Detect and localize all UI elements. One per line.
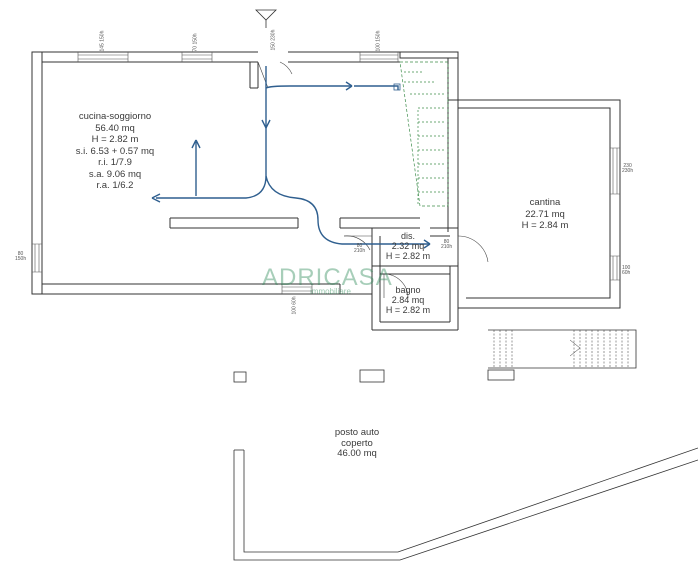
watermark-brand: ADRICASA	[262, 264, 393, 291]
room-name: posto auto	[334, 427, 380, 438]
watermark-sub: immobiliare	[310, 287, 351, 296]
room-name: dis.	[400, 231, 415, 241]
room-height: H = 2.82 m	[385, 305, 431, 315]
room-posto-auto-label: posto auto coperto 46.00 mq	[312, 428, 402, 459]
room-height: H = 2.84 m	[521, 220, 569, 231]
room-name: cantina	[529, 197, 561, 208]
exterior	[233, 329, 698, 561]
dim-window-2: 70 150h	[192, 33, 199, 52]
dim-dis-door-1: 80 210h	[354, 243, 366, 254]
room-dis-label: dis. 2.32 mq H = 2.82 m	[382, 232, 434, 261]
room-area: 22.71 mq	[525, 208, 565, 220]
room-si: s.i. 6.53 + 0.57 mq	[75, 145, 155, 157]
room-name-2: coperto	[341, 437, 373, 449]
room-sa: s.a. 9.06 mq	[88, 168, 142, 180]
room-name: bagno	[395, 285, 421, 295]
room-area: 2.32 mq	[391, 241, 425, 251]
room-area: 56.40 mq	[95, 122, 135, 134]
room-name: cucina-soggiorno	[78, 111, 152, 122]
plumbing-lines	[151, 66, 431, 249]
walls	[31, 51, 621, 331]
dim-cantina-right-1: 230 230h	[622, 163, 634, 174]
room-area: 46.00 mq	[337, 448, 377, 459]
watermark: ADRICASA immobiliare	[262, 266, 393, 296]
dim-left-window: 80 150h	[15, 251, 27, 262]
room-ra: r.a. 1/6.2	[96, 180, 134, 191]
room-cantina-label: cantina 22.71 mq H = 2.84 m	[500, 198, 590, 231]
room-cucina-label: cucina-soggiorno 56.40 mq H = 2.82 m s.i…	[60, 112, 170, 191]
room-height: H = 2.82 m	[385, 251, 431, 261]
entry-arrow	[255, 9, 277, 28]
interior-stairs	[399, 61, 449, 207]
room-height: H = 2.82 m	[91, 134, 139, 145]
windows	[32, 52, 620, 294]
dim-window-1: 145 150h	[99, 30, 106, 52]
dim-dis-door-2: 80 210h	[441, 239, 453, 250]
dim-bottom-window: 100 60h	[291, 296, 298, 315]
doors	[257, 61, 489, 299]
dim-door-top: 150 230h	[270, 29, 277, 51]
room-ri: r.i. 1/7.9	[98, 157, 132, 168]
dim-cantina-right-2: 100 60h	[622, 265, 631, 276]
room-area: 2.84 mq	[391, 295, 425, 305]
room-bagno-label: bagno 2.84 mq H = 2.82 m	[380, 286, 436, 315]
dim-window-3: 100 150h	[375, 30, 382, 52]
